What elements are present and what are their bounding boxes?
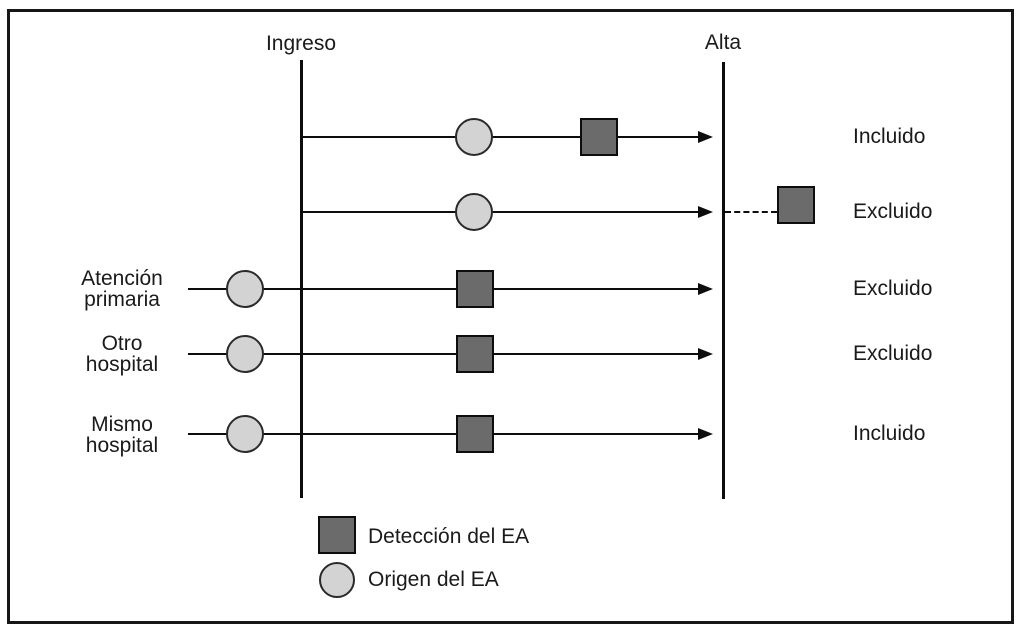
timeline-arrow-shaft <box>302 211 702 213</box>
post-discharge-dashed-connector <box>725 211 777 213</box>
origin-ea-circle-icon <box>226 270 264 308</box>
legend-origin-label: Origen del EA <box>368 568 499 591</box>
status-label: Excluido <box>853 342 933 365</box>
detection-ea-square-icon <box>456 335 494 373</box>
origin-source-label: Mismo hospital <box>37 414 207 456</box>
origin-source-label-line1: Mismo <box>91 413 153 436</box>
discharge-line <box>722 62 725 499</box>
origin-ea-circle-icon <box>226 335 264 373</box>
detection-ea-square-icon <box>456 415 494 453</box>
admission-label: Ingreso <box>265 32 337 55</box>
arrowhead-icon <box>698 131 713 143</box>
origin-ea-circle-icon <box>226 415 264 453</box>
origin-ea-circle-icon <box>455 118 493 156</box>
status-label: Excluido <box>853 277 933 300</box>
status-label: Excluido <box>853 200 933 223</box>
origin-source-label-line1: Atención <box>81 267 163 290</box>
arrowhead-icon <box>698 348 713 360</box>
figure-border <box>7 9 1014 624</box>
detection-ea-square-icon <box>777 186 815 224</box>
origin-source-label-line2: hospital <box>85 353 159 376</box>
origin-source-label-line2: hospital <box>85 434 159 457</box>
origin-source-label: Otro hospital <box>37 333 207 375</box>
timeline-arrow-shaft <box>188 353 702 355</box>
origin-ea-circle-icon <box>455 193 493 231</box>
legend-detection-square-icon <box>318 516 356 554</box>
admission-line <box>300 60 303 498</box>
origin-source-label-line1: Otro <box>101 332 143 355</box>
status-label: Incluido <box>853 125 926 148</box>
detection-ea-square-icon <box>456 270 494 308</box>
origin-source-label: Atención primaria <box>37 268 207 310</box>
legend-origin-circle-icon <box>319 562 355 598</box>
arrowhead-icon <box>698 283 713 295</box>
status-label: Incluido <box>853 422 926 445</box>
arrowhead-icon <box>698 206 713 218</box>
arrowhead-icon <box>698 428 713 440</box>
discharge-label: Alta <box>704 31 742 54</box>
legend-detection-label: Detección del EA <box>368 525 530 548</box>
detection-ea-square-icon <box>580 118 618 156</box>
timeline-arrow-shaft <box>302 136 702 138</box>
timeline-arrow-shaft <box>188 433 702 435</box>
timeline-arrow-shaft <box>188 288 702 290</box>
origin-source-label-line2: primaria <box>84 288 160 311</box>
